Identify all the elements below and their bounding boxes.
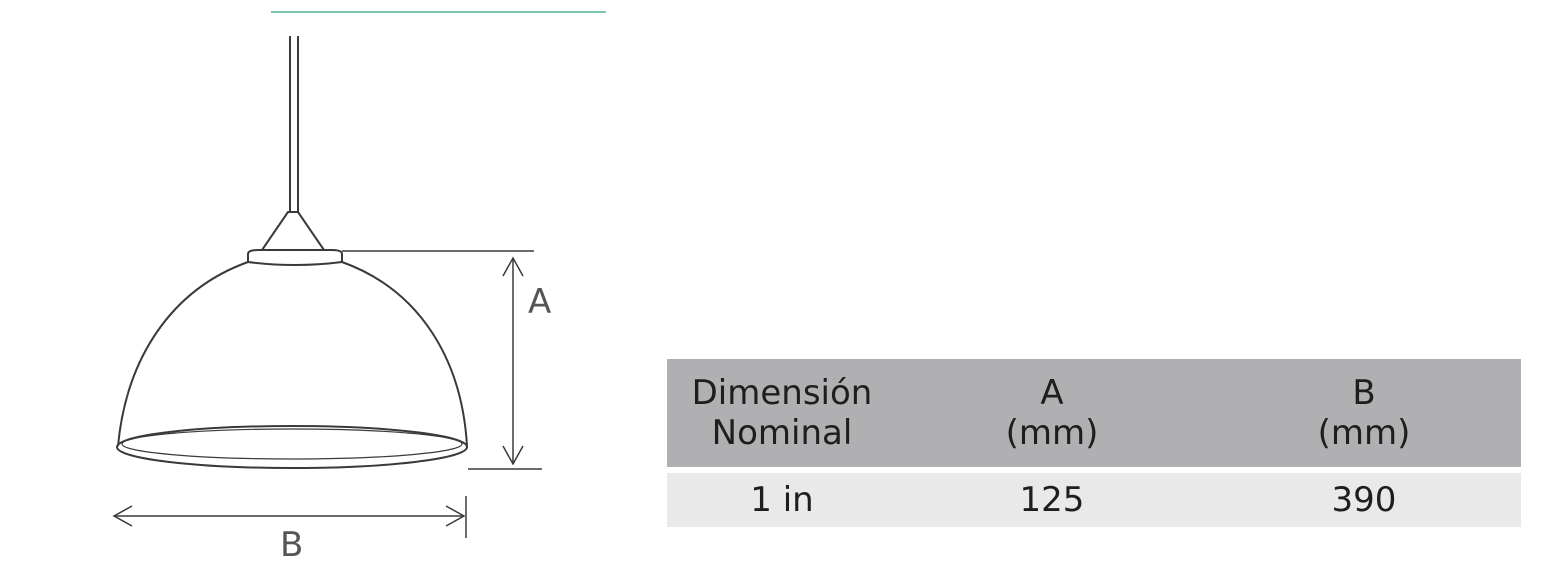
lamp-cap [247, 249, 343, 266]
lamp-dome [117, 261, 249, 447]
header-b-line1: B [1352, 373, 1376, 413]
cell-b: 390 [1207, 467, 1521, 527]
cell-a: 125 [897, 467, 1207, 527]
dimensions-table: Dimensión Nominal A (mm) B (mm) 1 in 125… [667, 359, 1521, 527]
lamp-rim-inner [121, 428, 463, 460]
lamp-dome-right [341, 261, 468, 447]
header-nominal-line1: Dimensión [691, 373, 873, 413]
dim-b-arrow-left [112, 505, 133, 527]
header-b: B (mm) [1207, 359, 1521, 470]
table-row: 1 in 125 390 [667, 467, 1521, 527]
lamp-cone [260, 211, 326, 251]
table-header-row: Dimensión Nominal A (mm) B (mm) [667, 359, 1521, 470]
lamp-rim-outer [116, 425, 468, 469]
header-b-line2: (mm) [1317, 413, 1411, 453]
dimension-label-a: A [528, 282, 552, 322]
header-nominal: Dimensión Nominal [667, 359, 897, 470]
cell-nominal: 1 in [667, 467, 897, 527]
top-accent-rule [271, 11, 606, 13]
header-a: A (mm) [897, 359, 1207, 470]
header-a-line1: A [1040, 373, 1064, 413]
dim-a-arrow-bottom [502, 445, 524, 466]
header-a-line2: (mm) [1005, 413, 1099, 453]
dim-b-arrow-right [445, 505, 466, 527]
dim-a-arrow-top [502, 256, 524, 277]
dimension-label-b: B [280, 525, 304, 565]
pendant-lamp-diagram [112, 36, 542, 538]
header-nominal-line2: Nominal [711, 413, 853, 453]
